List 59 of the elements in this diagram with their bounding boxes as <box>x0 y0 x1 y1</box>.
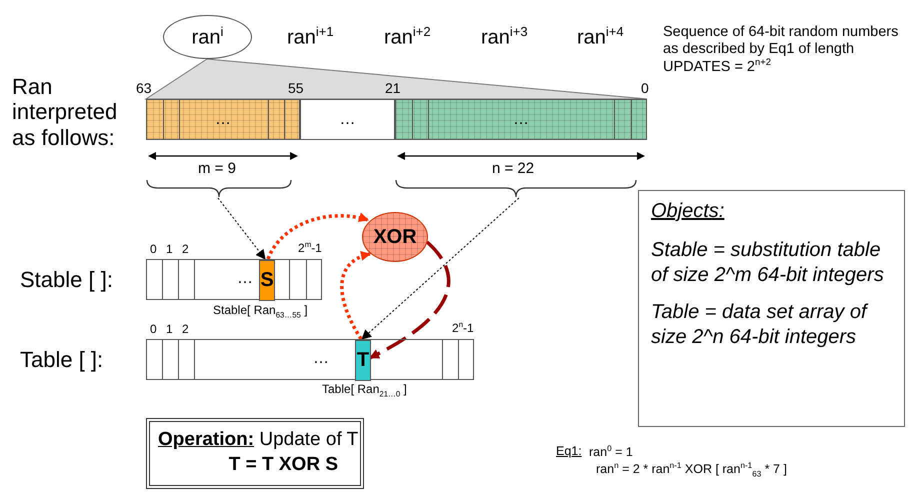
index-label: 2$^{n}$-1 <box>452 321 474 336</box>
dimension-label: n = 22 <box>492 160 534 178</box>
arrow <box>361 198 520 340</box>
xor-ellipse <box>362 212 428 262</box>
curly-brace <box>395 180 637 198</box>
ellipsis: … <box>237 270 253 288</box>
sequence-item: ran$^{i}$ <box>192 24 224 50</box>
panel-heading: Objects: <box>651 199 724 224</box>
sequence-item: ran$^{i+2}$ <box>384 25 431 50</box>
operation-text: Operation: Update of T <box>158 428 358 452</box>
arrow <box>369 240 450 360</box>
row-label: Stable [ ]: <box>20 267 113 292</box>
index-label: 0 <box>150 243 157 257</box>
arrow <box>340 252 371 340</box>
array-cell <box>355 340 371 381</box>
dimension-label: m = 9 <box>198 160 236 178</box>
sequence-item: ran$^{i+1}$ <box>287 25 334 50</box>
cell-label: S <box>260 269 274 292</box>
bit-field-segment <box>395 99 647 140</box>
index-label: 0 <box>150 323 157 337</box>
index-label: 2$^{m}$-1 <box>298 241 322 256</box>
ellipsis: … <box>215 110 231 128</box>
array-cell <box>259 260 275 301</box>
ellipse <box>163 15 252 59</box>
arrow <box>217 198 266 260</box>
bit-field-segment <box>146 99 300 140</box>
bit-index: 0 <box>641 80 649 96</box>
index-label: 2 <box>182 243 189 257</box>
ellipsis: … <box>340 110 356 128</box>
ellipsis: … <box>313 350 329 368</box>
bit-index: 21 <box>385 80 401 96</box>
sequence-item: ran$^{i+3}$ <box>481 25 528 50</box>
bit-index: 63 <box>136 80 152 96</box>
definition-text: Stable = substitution table of size 2^m 64-bit integers <box>651 238 885 288</box>
description-text: Sequence of 64-bit random numbers as described by Eq1 of length UPDATES = 2$^{n+2}$ <box>663 24 900 76</box>
curly-brace <box>146 180 292 198</box>
row-label: Ran interpreted as follows: <box>12 74 118 150</box>
cell-caption: Table[ Ran$_{21…0}$ ] <box>322 383 407 400</box>
ellipsis: … <box>513 110 529 128</box>
array-box <box>146 259 322 300</box>
index-label: 2 <box>182 323 189 337</box>
definition-text: Table = data set array of size 2^n 64-bit integers <box>651 300 870 350</box>
bit-index: 55 <box>288 80 304 96</box>
arrow <box>266 212 369 260</box>
sequence-item: ran$^{i+4}$ <box>577 25 624 50</box>
index-label: 1 <box>166 243 173 257</box>
bit-field-segment <box>300 99 395 140</box>
equation-label: Eq1: <box>556 444 582 458</box>
text-panel <box>638 190 905 427</box>
formula-text: T = T XOR S <box>228 452 339 477</box>
row-label: Table [ ]: <box>20 347 104 372</box>
index-label: 1 <box>166 323 173 337</box>
text-panel <box>146 418 364 489</box>
equation-text: ran$^{0}$ = 1 <box>589 444 633 460</box>
operator-label: XOR <box>373 226 417 248</box>
cell-label: T <box>356 349 370 372</box>
array-box <box>146 339 474 380</box>
cell-caption: Stable[ Ran$_{63…55}$ ] <box>213 304 308 320</box>
equation-text: ran$^{n}$ = 2 * ran$^{n-1}$ XOR [ ran$^{n-1}$$_{63}$ * 7 ] <box>596 461 787 479</box>
